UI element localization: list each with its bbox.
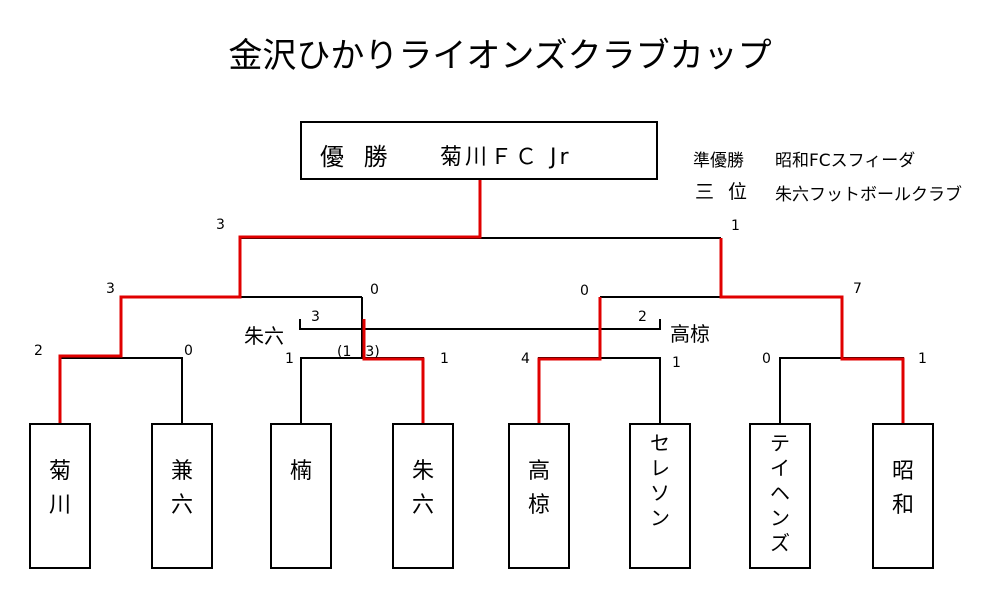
champion-team: 菊川ＦＣ Jr [440,145,572,170]
r1-kikugawa-kenroku-line [59,357,183,423]
score-final-kikugawa: 3 [216,217,225,233]
score-r1-teihens: 0 [762,351,771,367]
team-box-teihens: テ イ ヘ ン ズ [749,423,811,569]
runner-up-label: 準優勝 [693,151,744,171]
team-box-showa: 昭 和 [872,423,934,569]
score-r1-akaroku: 1 [440,351,449,367]
team-name: 菊 川 [48,459,71,519]
page-title: 金沢ひかりライオンズクラブカップ [228,36,772,76]
third-place-label: 三 位 [695,181,752,203]
winner-path [58,180,905,423]
score-r1-takamuku: 4 [521,351,530,367]
third-place-right-team: 高椋 [670,322,710,346]
team-name: 楠 [289,459,312,484]
team-name: 兼 六 [170,459,193,519]
team-box-akaroku: 朱 六 [392,423,454,569]
r1-kusunoki-akaroku-line [300,357,424,423]
team-box-kenroku: 兼 六 [151,423,213,569]
third-place-line [299,319,661,330]
score-r1-kusunoki: 1 [285,351,294,367]
score-sf-showa: 7 [853,281,862,297]
score-sf-takamuku: 0 [580,283,589,299]
team-name: テ イ ヘ ン ズ [770,431,790,555]
team-name: 高 椋 [527,459,550,519]
team-name: 昭 和 [891,459,914,519]
team-name: セ レ ソ ン [650,431,670,530]
champion-box: 優 勝 菊川ＦＣ Jr [300,121,658,180]
score-r1-pk: (1 3) [337,344,380,360]
team-box-takamuku: 高 椋 [508,423,570,569]
champion-label: 優 勝 [320,143,394,171]
r1-takamuku-cerezo-line [538,357,661,423]
third-place-team: 朱六フットボールクラブ [775,185,962,205]
score-sf-akaroku: 0 [370,282,379,298]
score-sf-kikugawa: 3 [106,281,115,297]
team-name: 朱 六 [411,459,434,519]
third-place-right-score: 2 [638,309,647,325]
score-r1-kenroku: 0 [184,343,193,359]
team-box-kikugawa: 菊 川 [29,423,91,569]
third-place-left-score: 3 [311,309,320,325]
r1-teihens-showa-line [779,357,904,423]
team-box-kusunoki: 楠 [270,423,332,569]
score-final-showa: 1 [731,218,740,234]
team-box-cerezo: セ レ ソ ン [629,423,691,569]
score-r1-showa: 1 [918,351,927,367]
score-r1-kikugawa: 2 [34,343,43,359]
third-place-left-team: 朱六 [244,324,284,348]
runner-up-team: 昭和FCスフィーダ [775,151,916,171]
score-r1-cerezo: 1 [672,355,681,371]
